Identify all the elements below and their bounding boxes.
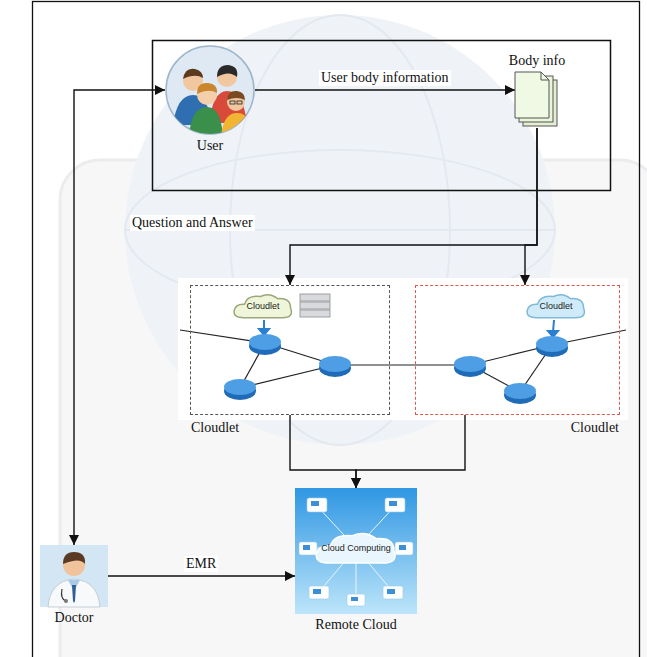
graphic-part xyxy=(189,107,223,137)
graphic-part xyxy=(72,585,76,603)
graphic-part xyxy=(385,498,405,512)
graphic-part xyxy=(64,599,68,603)
graphic-part xyxy=(347,594,365,606)
user-region xyxy=(153,41,611,191)
graphic-part xyxy=(299,542,317,555)
graphic-part xyxy=(399,545,406,550)
network-panel xyxy=(178,278,628,420)
edge-label: User body information xyxy=(319,70,451,86)
graphic-part xyxy=(536,336,568,357)
cloud-computing-cloud: Cloud Computing xyxy=(312,530,400,566)
graphic-part xyxy=(383,586,403,599)
node-label: Doctor xyxy=(55,610,94,626)
graphic-part xyxy=(319,356,351,377)
graphic-part xyxy=(300,294,330,301)
graphic-part xyxy=(183,69,203,79)
doctor-photo-graphic xyxy=(40,545,108,607)
graphic-part xyxy=(224,379,256,400)
document-icon: Body info xyxy=(515,72,559,128)
graphic-part xyxy=(536,336,568,352)
edge-label: Question and Answer xyxy=(130,215,255,231)
connector-arrow xyxy=(525,128,537,285)
graphic-part xyxy=(234,295,291,318)
doctor-photo: Doctor xyxy=(40,545,108,607)
graphic-part xyxy=(63,552,85,564)
graphic-part xyxy=(335,364,470,365)
graphic-part xyxy=(504,383,536,399)
graphic-part xyxy=(527,295,584,318)
connector-arrow xyxy=(356,415,465,488)
graphic-part xyxy=(541,72,549,80)
graphic-part xyxy=(295,488,417,614)
graphic-part xyxy=(303,545,310,550)
connector-arrow xyxy=(255,89,515,90)
graphic-part xyxy=(311,501,319,506)
graphic-part xyxy=(217,65,237,77)
graphic-part xyxy=(221,113,253,137)
cloudlet-cloud: Cloudlet xyxy=(231,292,295,320)
graphic-part xyxy=(389,501,397,506)
node-label: Cloudlet xyxy=(191,420,239,436)
graphic-part xyxy=(307,498,327,512)
graphic-part xyxy=(313,589,321,594)
graphic-part xyxy=(454,356,486,377)
graphic-part xyxy=(527,295,584,318)
cloudlet-cloud: Cloudlet xyxy=(524,292,588,320)
graphic-part xyxy=(230,101,235,104)
cloudlet-region: CloudletCloudlet xyxy=(190,285,390,415)
graphic-part xyxy=(249,334,281,350)
graphic-part xyxy=(249,334,281,355)
graphic-part xyxy=(319,356,351,372)
graphic-part xyxy=(395,542,413,555)
graphic-part xyxy=(224,379,256,395)
node-label: Cloudlet xyxy=(539,301,572,312)
graphic-part xyxy=(316,533,395,563)
user-icon-graphic xyxy=(165,45,255,135)
connector-arrow xyxy=(290,128,537,285)
graphic-part xyxy=(299,498,413,606)
graphic-part xyxy=(300,302,330,309)
graphic-part xyxy=(48,579,100,607)
document-icon-graphic xyxy=(515,72,559,128)
graphic-part xyxy=(227,91,245,100)
graphic-part xyxy=(173,65,253,137)
node-label: Cloudlet xyxy=(246,301,279,312)
graphic-part xyxy=(234,295,291,318)
graphic-part xyxy=(237,101,242,104)
graphic-part xyxy=(33,2,640,657)
graphic-part xyxy=(40,545,108,607)
graphic-part xyxy=(303,501,406,601)
graphic-part xyxy=(309,586,329,599)
connector-arrow xyxy=(74,90,165,545)
node-label: Cloudlet xyxy=(571,420,619,436)
graphic-part xyxy=(351,597,358,601)
server-stack xyxy=(300,294,330,317)
graphic-part xyxy=(515,72,549,118)
watermark xyxy=(60,15,647,657)
graphic-part xyxy=(504,383,536,404)
graphic-part xyxy=(309,506,403,600)
node-label: Body info xyxy=(509,53,565,69)
node-label: User xyxy=(197,138,223,154)
remote-cloud-image: Remote CloudCloud Computing xyxy=(295,488,417,614)
cloud-uplinks xyxy=(259,320,558,337)
frame xyxy=(33,2,640,657)
cloudlet-region: CloudletCloudlet xyxy=(415,285,620,415)
graphic-part xyxy=(387,589,395,594)
node-label: Remote Cloud xyxy=(315,617,396,633)
graphic-part xyxy=(316,533,395,563)
edge-label: EMR xyxy=(184,556,218,572)
graphic-part xyxy=(454,356,486,372)
connector-arrow xyxy=(290,415,356,488)
user-icon: User xyxy=(165,45,255,135)
router-symbols xyxy=(224,334,568,404)
graphic-part xyxy=(300,310,330,317)
node-label: Cloud Computing xyxy=(321,543,391,554)
connector-arrow xyxy=(108,575,295,576)
graphic-part xyxy=(197,83,217,94)
